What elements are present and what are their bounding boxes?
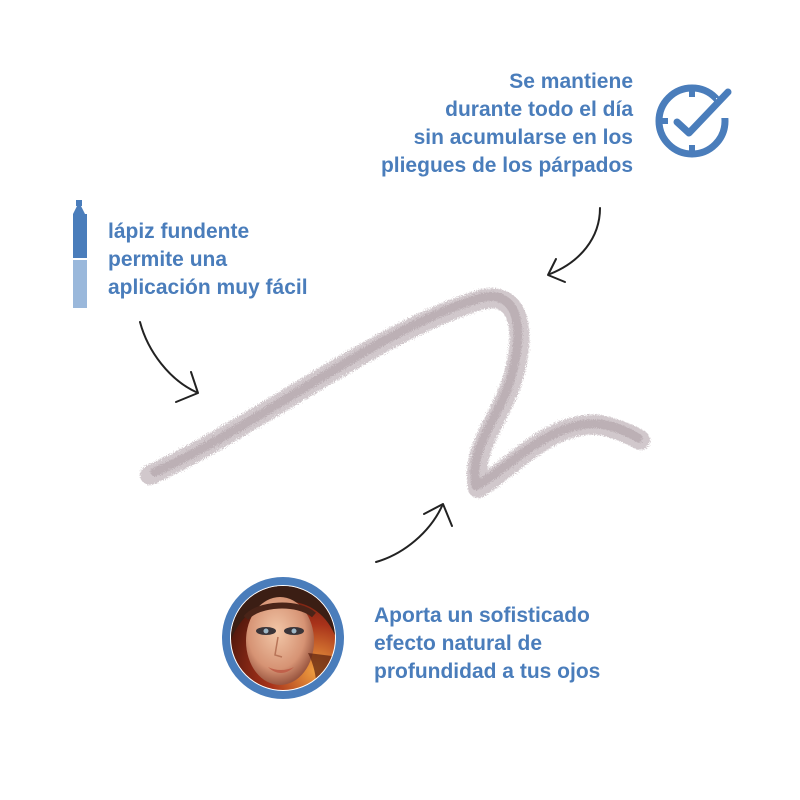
model-portrait [222,577,344,699]
arrow-icon [547,207,601,283]
callout-natural-effect: Aporta un sofisticado efecto natural de … [374,602,600,686]
callout-line: Aporta un sofisticado [374,604,590,627]
callout-line: lápiz fundente [108,220,250,243]
callout-line: durante todo el día [445,98,633,121]
callout-long-lasting: Se mantiene durante todo el día sin acum… [381,68,633,180]
callout-line: Se mantiene [509,70,633,93]
arrow-icon [139,321,199,403]
pencil-swatch-stroke [140,288,650,498]
callout-line: aplicación muy fácil [108,276,308,299]
pencil-icon [73,200,87,308]
callout-line: efecto natural de [374,632,543,655]
callout-line: permite una [108,248,228,271]
clock-check-icon [655,84,736,158]
callout-line: sin acumularse en los [413,126,633,149]
callout-easy-application: lápiz fundente permite una aplicación mu… [108,218,308,302]
arrow-icon [375,503,453,563]
callout-line: profundidad a tus ojos [374,660,601,683]
callout-line: pliegues de los párpados [380,154,633,177]
